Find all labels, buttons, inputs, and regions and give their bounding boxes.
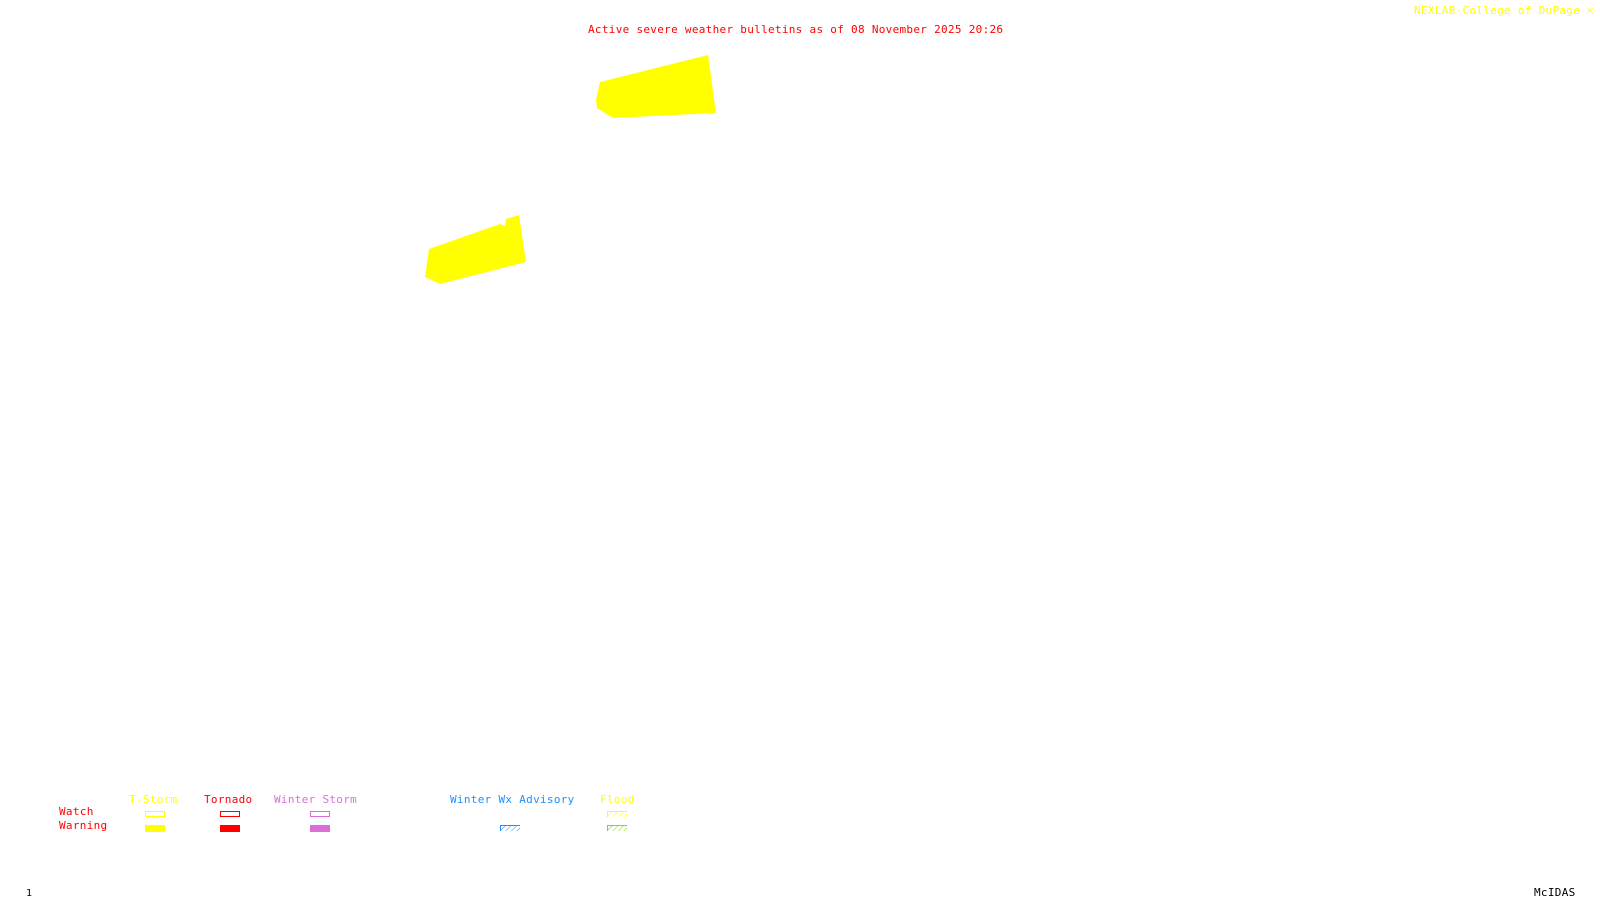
flood-warning-swatch <box>607 825 627 831</box>
credit-text: NEXLAB-College of DuPage <box>1414 4 1581 17</box>
software-label: McIDAS <box>1534 886 1576 899</box>
legend-row-watch: Watch <box>59 805 94 818</box>
map-title: Active severe weather bulletins as of 08… <box>588 23 1004 36</box>
legend-header-tstorm: T-Storm <box>129 793 178 806</box>
winter-storm-watch-swatch <box>310 811 330 817</box>
legend-header-tornado: Tornado <box>204 793 253 806</box>
tstorm-warning-swatch <box>145 825 165 832</box>
winter-storm-warning-swatch <box>310 825 330 832</box>
tornado-warning-swatch <box>220 825 240 832</box>
legend-header-winter-storm: Winter Storm <box>274 793 358 806</box>
tstorm-warning-polygon <box>596 55 716 118</box>
legend-header-flood: Flood <box>600 793 635 806</box>
winter-wx-advisory-swatch <box>500 825 520 831</box>
cursor-arrow-icon: ⇱ <box>1587 4 1595 17</box>
tstorm-warning-polygon <box>425 215 526 284</box>
credit-label: NEXLAB-College of DuPage ⇱ <box>1414 5 1594 17</box>
legend-header-winter-wx-advisory: Winter Wx Advisory <box>450 793 575 806</box>
legend-row-warning: Warning <box>59 819 108 832</box>
frame-number: 1 <box>26 888 33 899</box>
tornado-watch-swatch <box>220 811 240 817</box>
tstorm-watch-swatch <box>145 811 165 817</box>
flood-watch-swatch <box>607 811 627 817</box>
